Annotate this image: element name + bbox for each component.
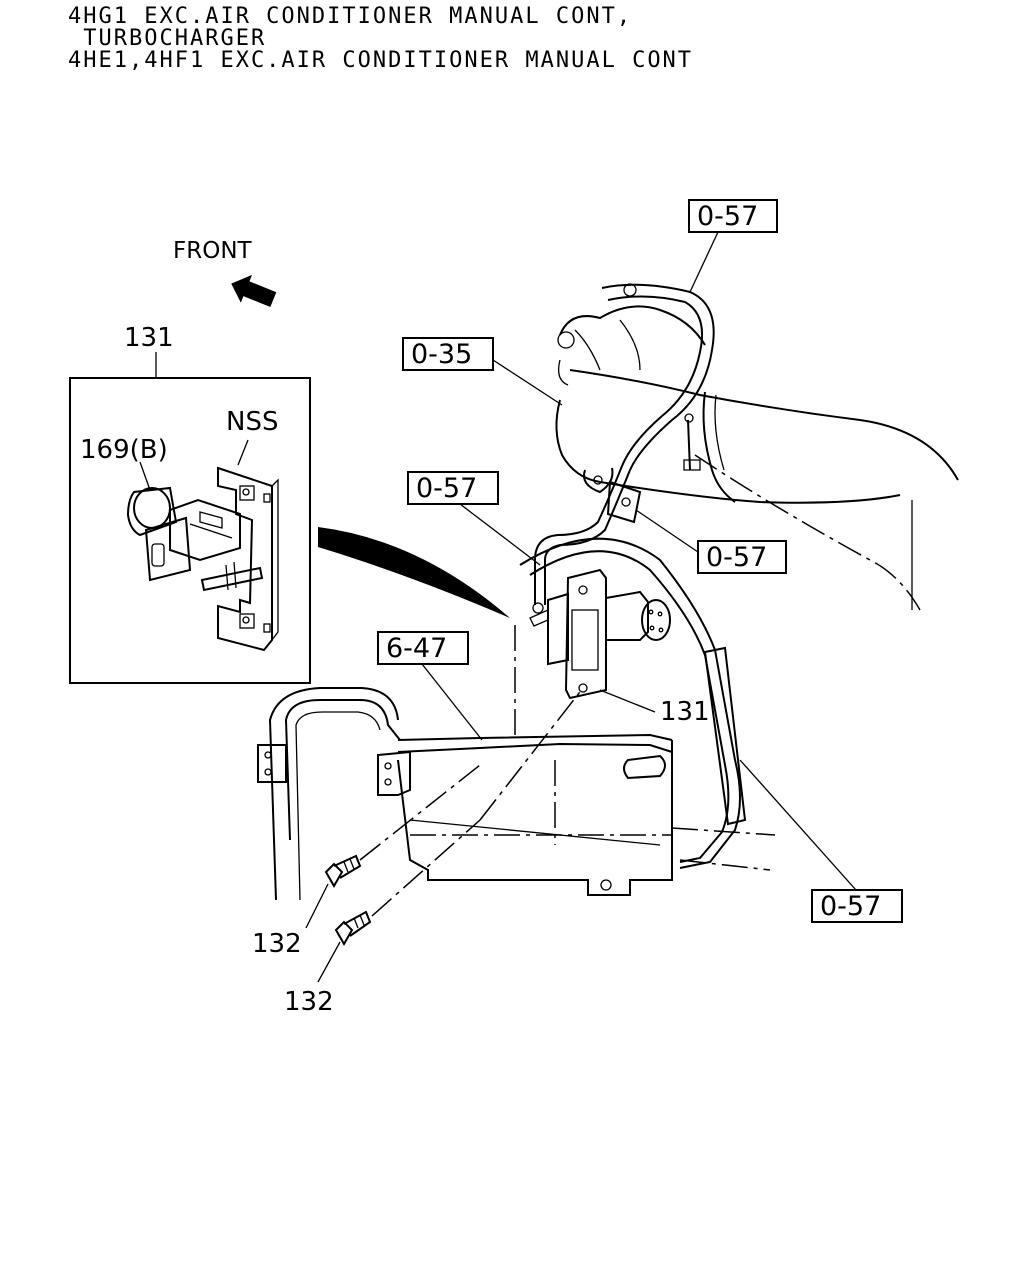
ref-box-035[interactable] bbox=[402, 337, 494, 371]
part-132-label-b: 132 bbox=[284, 987, 334, 1017]
inset-frame bbox=[69, 377, 311, 684]
ref-057-mid-left-leader bbox=[459, 503, 541, 566]
part-132-leader-b bbox=[317, 941, 341, 983]
bolt-lower-icon bbox=[334, 687, 584, 947]
inset-valve-drawing bbox=[126, 486, 264, 592]
header-line-3: 4HE1,4HF1 EXC.AIR CONDITIONER MANUAL CON… bbox=[68, 48, 694, 73]
ref-box-057-mid-left[interactable] bbox=[407, 471, 499, 505]
ref-647-label[interactable]: 6-47 bbox=[386, 633, 447, 664]
valve-mounted-drawing bbox=[514, 568, 671, 740]
front-arrow-icon bbox=[231, 274, 277, 308]
intake-pipe-drawing bbox=[555, 305, 959, 611]
ref-057-top-label[interactable]: 0-57 bbox=[697, 201, 758, 232]
inset-bracket-drawing bbox=[217, 466, 279, 652]
169b-leader bbox=[139, 461, 151, 491]
ref-057-bottom-leader bbox=[739, 759, 857, 891]
front-label: FRONT bbox=[173, 238, 253, 264]
ref-057-top-leader bbox=[689, 231, 719, 293]
ref-057-mid-right-label[interactable]: 0-57 bbox=[706, 542, 767, 573]
ref-057-bottom-label[interactable]: 0-57 bbox=[820, 891, 881, 922]
vacuum-hose-drawing bbox=[519, 283, 747, 869]
ref-box-647[interactable] bbox=[377, 631, 469, 665]
chassis-frame-drawing bbox=[257, 687, 776, 901]
ref-035-label[interactable]: 0-35 bbox=[411, 339, 472, 370]
inset-169b-label: 169(B) bbox=[80, 435, 168, 465]
ref-647-leader bbox=[421, 663, 483, 741]
bolt-upper-icon bbox=[324, 764, 481, 889]
inset-nss-label: NSS bbox=[226, 407, 278, 437]
ref-box-057-bottom[interactable] bbox=[811, 889, 903, 923]
callout-wedge bbox=[318, 527, 510, 618]
part-132-label-a: 132 bbox=[252, 929, 302, 959]
ref-box-057-top[interactable] bbox=[688, 199, 778, 233]
part-132-leader-a bbox=[305, 883, 329, 929]
ref-box-057-mid-right[interactable] bbox=[697, 540, 787, 574]
inset-part-number: 131 bbox=[124, 323, 174, 353]
ref-035-leader bbox=[492, 359, 563, 406]
ref-057-mid-right-leader bbox=[635, 509, 699, 553]
header-line-1: 4HG1 EXC.AIR CONDITIONER MANUAL CONT, bbox=[68, 4, 633, 29]
part-131-label: 131 bbox=[660, 697, 710, 727]
part-131-leader bbox=[599, 689, 656, 713]
header-line-2: TURBOCHARGER bbox=[68, 26, 267, 51]
nss-leader bbox=[237, 439, 249, 466]
ref-057-mid-left-label[interactable]: 0-57 bbox=[416, 473, 477, 504]
